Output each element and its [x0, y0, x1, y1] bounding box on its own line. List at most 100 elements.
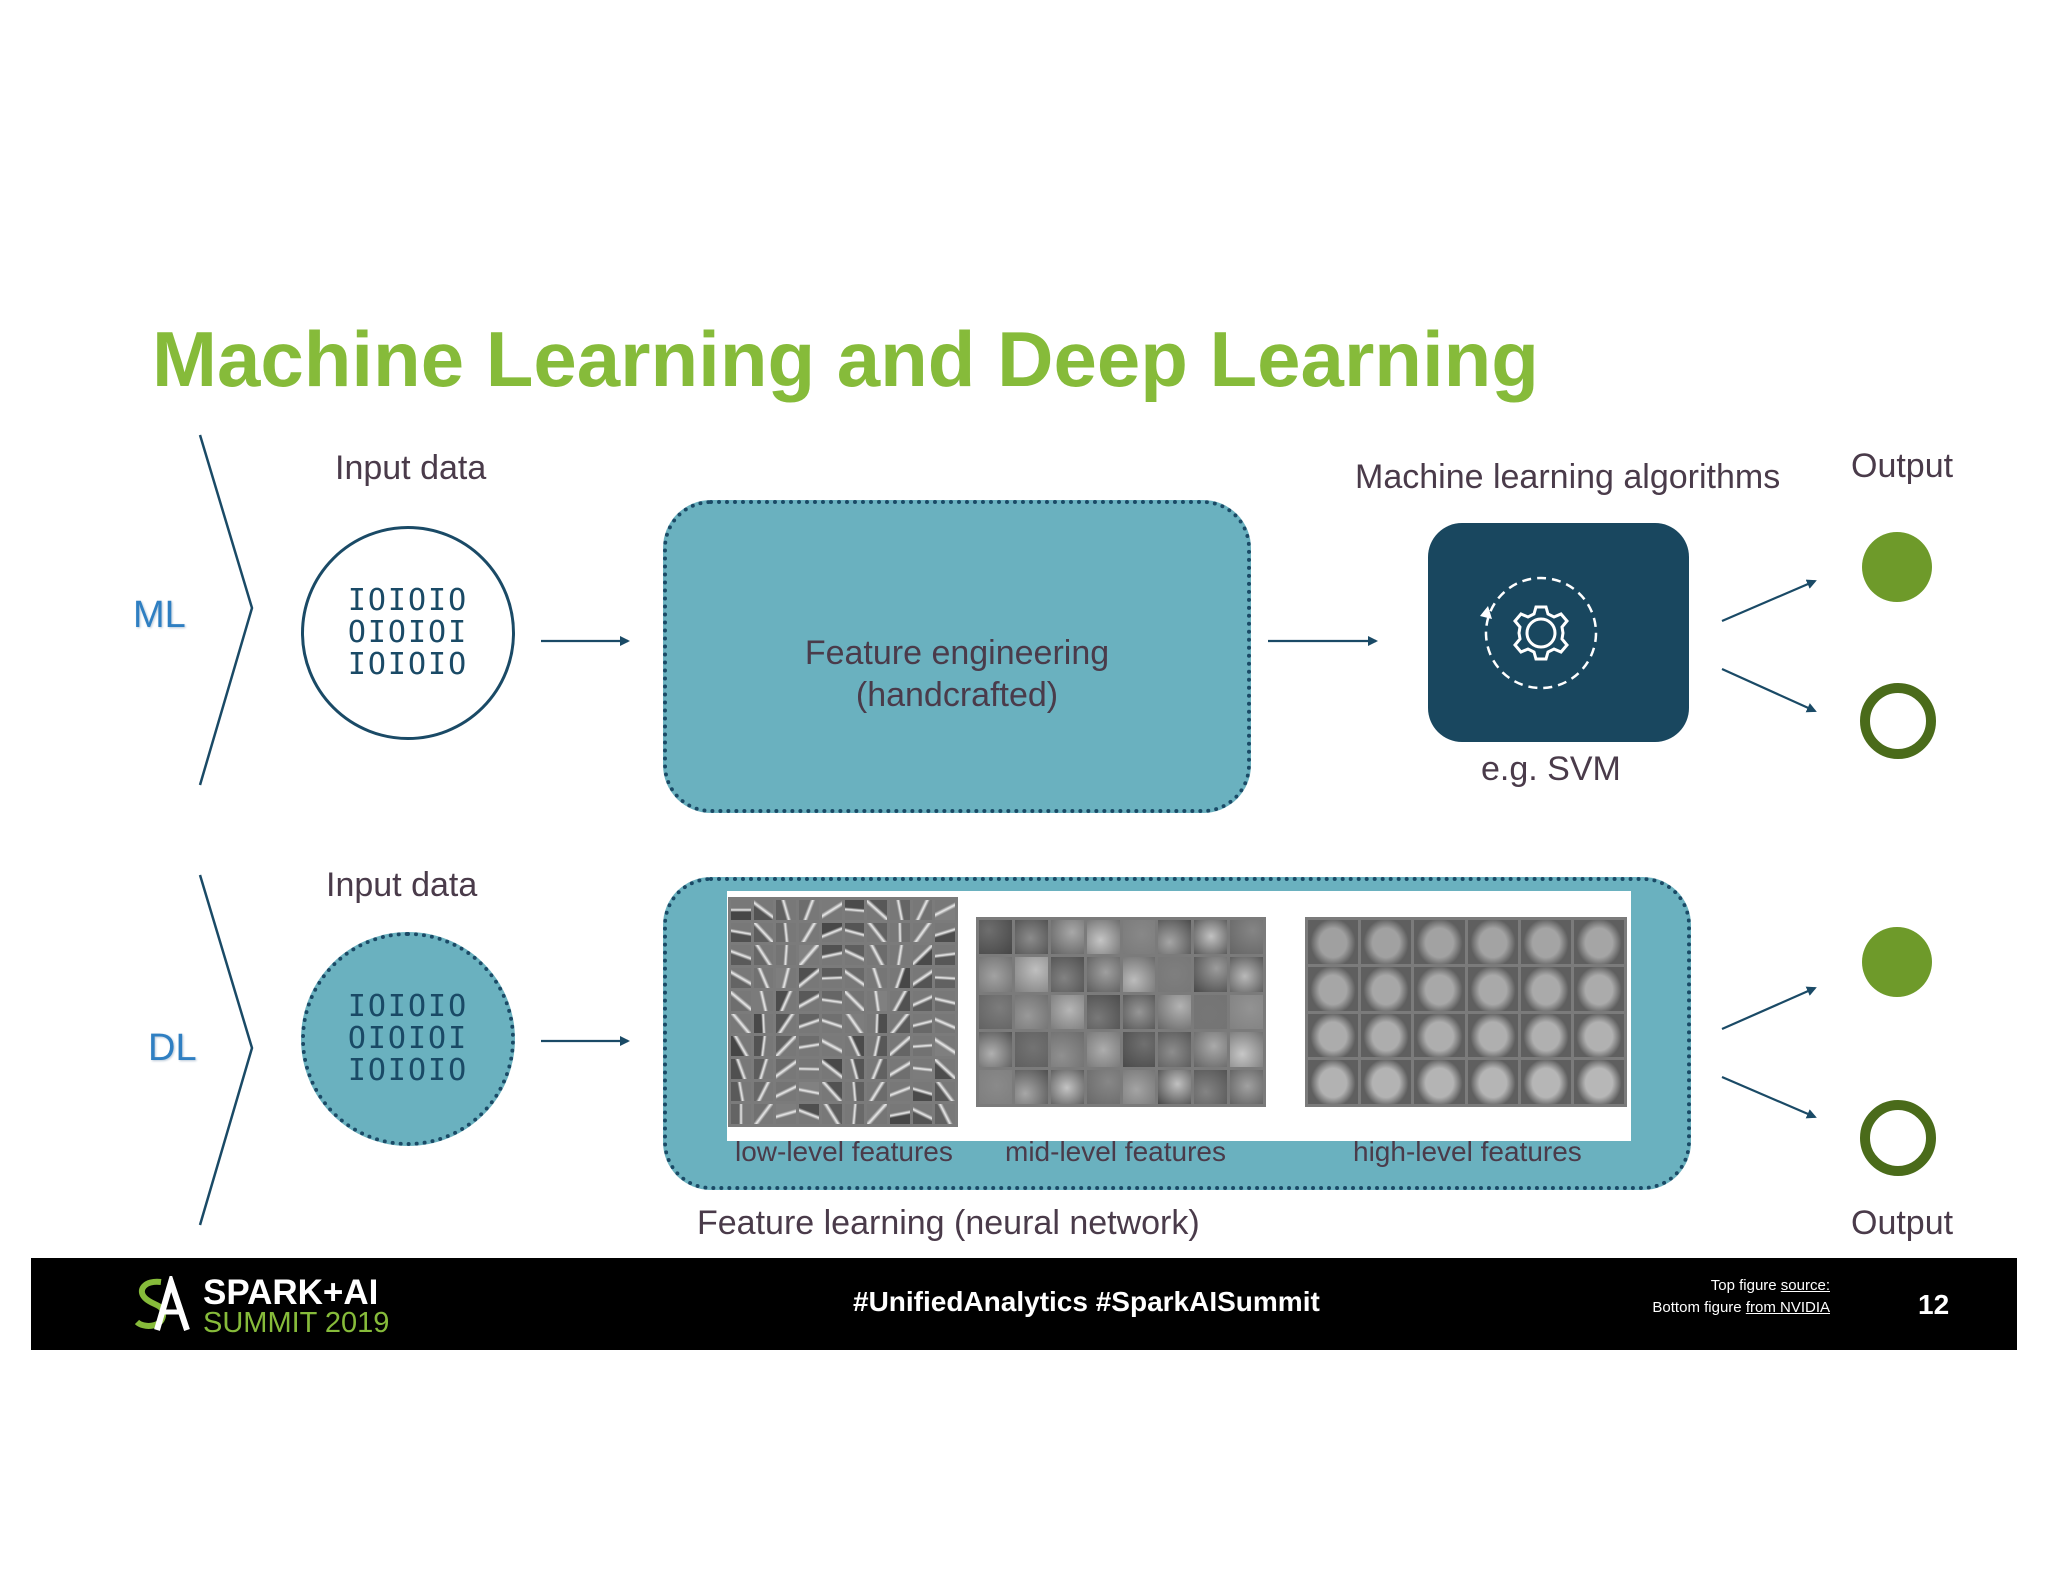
low-feature-tile	[731, 1058, 751, 1079]
bottom-figure-source-link[interactable]: from NVIDIA	[1745, 1299, 1830, 1316]
mid-feature-tile	[1122, 957, 1156, 992]
low-feature-tile	[753, 1104, 774, 1124]
high-feature-tile	[1414, 1060, 1465, 1104]
low-feature-tile	[912, 968, 933, 988]
dl-bracket	[198, 874, 254, 1226]
low-level-feature-grid	[728, 897, 958, 1127]
mid-feature-tile	[1158, 920, 1192, 955]
low-feature-tile	[821, 990, 842, 1011]
top-figure-source-link[interactable]: source:	[1780, 1277, 1830, 1294]
mid-feature-tile	[1050, 957, 1084, 992]
low-feature-tile	[889, 1036, 910, 1056]
ml-bracket	[198, 434, 254, 786]
ml-binary-text: IOIOIO OIOIOI IOIOIO	[348, 585, 468, 681]
mid-feature-tile	[979, 920, 1012, 955]
low-feature-tile	[844, 1104, 865, 1124]
low-feature-tile	[753, 1058, 774, 1079]
low-feature-tile	[912, 922, 933, 943]
low-feature-tile	[935, 900, 955, 920]
arrow-dl-to-output-bottom	[1721, 1075, 1817, 1119]
low-feature-tile	[935, 1081, 955, 1102]
low-feature-tile	[912, 945, 933, 966]
low-feature-tile	[844, 945, 865, 966]
mid-feature-tile	[1086, 957, 1120, 992]
binary-line: IOIOIO	[347, 989, 469, 1024]
low-level-features-label: low-level features	[735, 1136, 953, 1167]
dl-input-label: Input data	[326, 866, 478, 904]
low-feature-tile	[799, 968, 819, 988]
low-feature-tile	[731, 922, 751, 943]
high-feature-tile	[1467, 1013, 1518, 1058]
mid-feature-tile	[979, 1032, 1012, 1067]
feature-learning-caption: Feature learning (neural network)	[697, 1204, 1200, 1242]
high-feature-tile	[1308, 966, 1359, 1011]
low-feature-tile	[821, 922, 842, 943]
binary-line: IOIOIO	[347, 647, 469, 682]
ml-output-filled-dot	[1862, 532, 1932, 602]
low-feature-tile	[753, 990, 774, 1011]
high-feature-tile	[1467, 1060, 1518, 1104]
low-feature-tile	[731, 1036, 751, 1056]
mid-feature-tile	[1086, 1069, 1120, 1104]
low-feature-tile	[935, 990, 955, 1011]
high-feature-tile	[1308, 1060, 1359, 1104]
high-level-feature-grid	[1305, 917, 1627, 1107]
feature-engineering-box: Feature engineering (handcrafted)	[663, 500, 1251, 813]
low-feature-tile	[753, 1013, 774, 1034]
mid-feature-tile	[1014, 994, 1048, 1030]
low-feature-tile	[935, 1013, 955, 1034]
low-feature-tile	[935, 1058, 955, 1079]
mid-feature-tile	[1158, 1032, 1192, 1067]
low-feature-tile	[935, 1104, 955, 1124]
mid-feature-tile	[1050, 920, 1084, 955]
dl-row-label: DL	[148, 1027, 197, 1069]
footer-bar: SPARK+AI SUMMIT 2019 #UnifiedAnalytics #…	[31, 1258, 2017, 1350]
low-feature-tile	[867, 922, 887, 943]
spark-ai-logo-icon	[134, 1276, 190, 1331]
footer-hashtags: #UnifiedAnalytics #SparkAISummit	[853, 1286, 1320, 1317]
high-feature-tile	[1573, 1013, 1624, 1058]
low-feature-tile	[799, 900, 819, 920]
low-feature-tile	[821, 900, 842, 920]
mid-level-features-label: mid-level features	[1005, 1136, 1226, 1167]
ml-output-ring-dot	[1860, 683, 1936, 759]
low-feature-tile	[776, 1013, 797, 1034]
mid-feature-tile	[1014, 957, 1048, 992]
high-feature-tile	[1308, 920, 1359, 964]
low-feature-tile	[821, 968, 842, 988]
low-feature-tile	[935, 945, 955, 966]
high-feature-tile	[1520, 920, 1571, 964]
low-feature-tile	[844, 1081, 865, 1102]
high-feature-tile	[1361, 920, 1412, 964]
low-feature-tile	[844, 1036, 865, 1056]
high-feature-tile	[1361, 1013, 1412, 1058]
mid-feature-tile	[1050, 994, 1084, 1030]
low-feature-tile	[776, 1081, 797, 1102]
binary-line: IOIOIO	[347, 1053, 469, 1088]
high-feature-tile	[1467, 966, 1518, 1011]
low-feature-tile	[844, 922, 865, 943]
low-feature-tile	[799, 1104, 819, 1124]
mid-feature-tile	[1194, 957, 1228, 992]
low-feature-tile	[867, 945, 887, 966]
mid-feature-tile	[1014, 1032, 1048, 1067]
gear-cycle-icon	[1480, 576, 1598, 690]
low-feature-tile	[867, 990, 887, 1011]
low-feature-tile	[821, 945, 842, 966]
mid-feature-tile	[1158, 1069, 1192, 1104]
low-feature-tile	[867, 900, 887, 920]
low-feature-tile	[776, 1104, 797, 1124]
dl-binary-text: IOIOIO OIOIOI IOIOIO	[348, 991, 468, 1087]
low-feature-tile	[821, 1058, 842, 1079]
low-feature-tile	[889, 1104, 910, 1124]
high-feature-tile	[1414, 966, 1465, 1011]
low-feature-tile	[844, 1013, 865, 1034]
low-feature-tile	[889, 1013, 910, 1034]
low-feature-tile	[912, 1036, 933, 1056]
low-feature-tile	[753, 1036, 774, 1056]
high-feature-tile	[1520, 966, 1571, 1011]
binary-line: IOIOIO	[347, 583, 469, 618]
low-feature-tile	[889, 945, 910, 966]
low-feature-tile	[844, 968, 865, 988]
mid-feature-tile	[1230, 1069, 1263, 1104]
